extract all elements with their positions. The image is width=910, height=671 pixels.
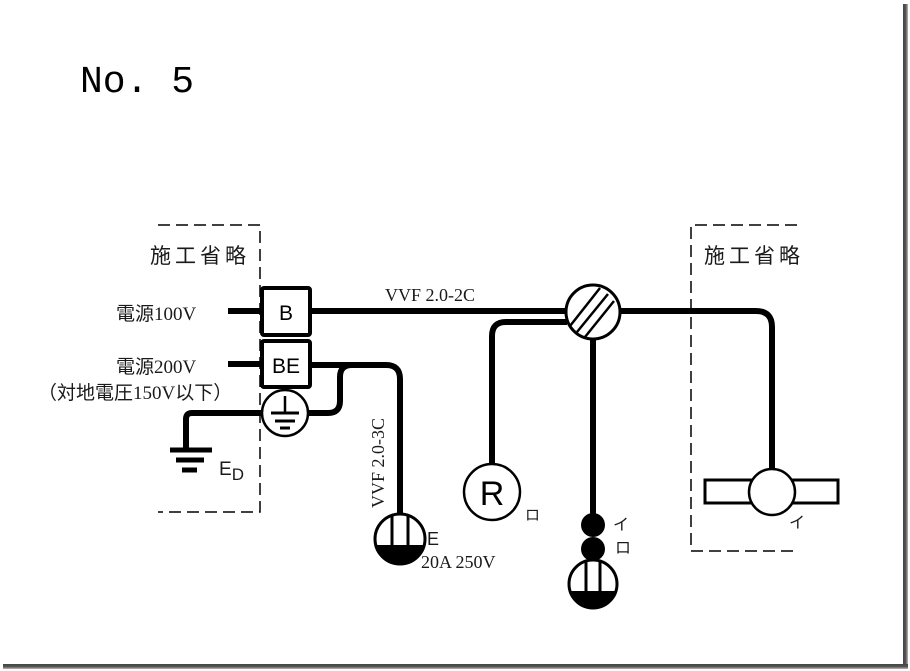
ground-label-sub: D <box>232 465 244 484</box>
receptacle-r-circle <box>462 462 522 522</box>
outlet-200v-fill <box>376 545 424 563</box>
outlet-200v <box>373 512 427 566</box>
cable-to-receptacle <box>489 319 567 464</box>
breaker-b: B <box>260 286 312 337</box>
ground-label-main: E <box>219 459 232 480</box>
main-cable-label: VVF 2.0-2C <box>385 285 475 305</box>
breaker-be-label: BE <box>272 355 300 378</box>
fluorescent-light <box>703 467 840 517</box>
outlet-100v <box>567 558 619 610</box>
power-source-200v: 電源200V <box>116 356 197 378</box>
ground-label: ED <box>219 459 244 484</box>
ground-wire <box>183 410 262 449</box>
omitted-label-right: 施工省略 <box>704 244 804 268</box>
cable-to-fluorescent <box>619 308 775 470</box>
ground-symbol <box>170 447 212 473</box>
receptacle-r: R <box>462 462 522 522</box>
outlet-100v-fill <box>570 591 616 609</box>
earth-terminal <box>260 388 310 438</box>
joint-box <box>564 283 622 341</box>
frame-shadow-right <box>903 4 908 669</box>
breaker-b-label: B <box>279 302 293 325</box>
switch-i-label: イ <box>613 517 629 534</box>
fluorescent-fixture-circle <box>747 467 797 517</box>
omitted-label-left: 施工省略 <box>150 244 250 268</box>
breaker-be: BE <box>260 339 312 389</box>
diagram-title: No. 5 <box>80 61 194 104</box>
switch-ro-label: ロ <box>615 540 631 557</box>
joint-box-hatch-1 <box>569 287 601 327</box>
omitted-area-right: 施工省略 <box>690 224 804 552</box>
power-source-100v: 電源100V <box>116 303 197 325</box>
switch-i <box>581 513 605 537</box>
receptacle-r-symbol: R <box>480 475 505 513</box>
outlet-200v-rating: 20A 250V <box>421 552 496 572</box>
joint-box-hatch-3 <box>584 300 615 338</box>
outlet-cable-line <box>310 362 403 516</box>
frame-shadow-bottom <box>3 664 908 669</box>
outlet-cable-label: VVF 2.0-3C <box>368 418 388 508</box>
switch-ro <box>581 537 605 561</box>
power-source-200v-note: （対地電圧150V以下） <box>38 382 232 404</box>
joint-box-hatch-2 <box>576 293 609 333</box>
fluorescent-label: イ <box>789 515 805 532</box>
receptacle-r-label: ロ <box>525 508 540 524</box>
outlet-200v-mark: E <box>427 529 439 549</box>
earth-branch-wire <box>308 362 353 416</box>
